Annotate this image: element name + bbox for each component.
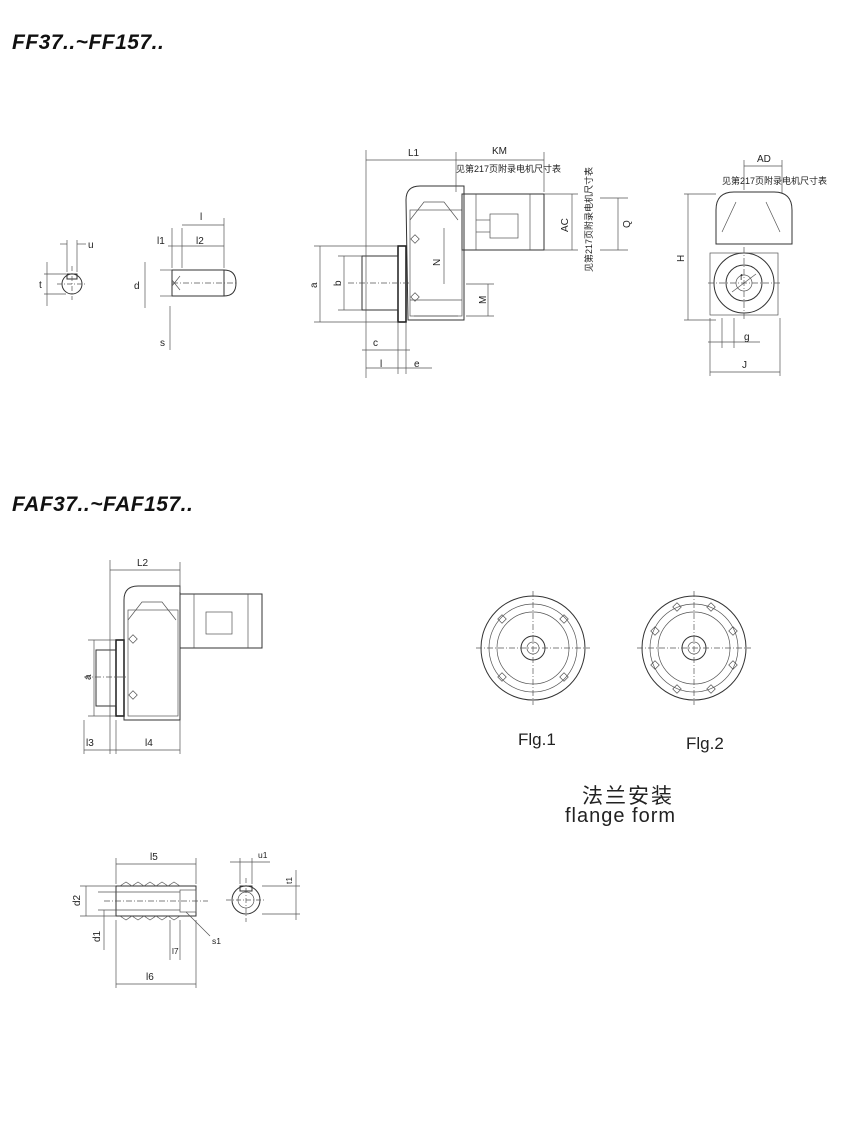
dim-d2: d2 — [72, 894, 83, 906]
dim-l1: l1 — [157, 236, 165, 247]
dim-M: M — [478, 296, 489, 304]
dim-d: d — [134, 281, 140, 292]
dim-Q: Q — [622, 220, 633, 228]
ff-side-view — [684, 160, 793, 376]
dim-L2: L2 — [137, 558, 149, 569]
faf-shaft-section — [226, 858, 300, 922]
flange-fig1-drawing — [476, 591, 590, 705]
dim-f: f — [740, 272, 743, 282]
note-km-motor-table: 见第217页附录电机尺寸表 — [456, 163, 561, 174]
flange-form-english: flange form — [565, 805, 677, 827]
dim-l6: l6 — [146, 972, 154, 983]
fig1-caption: Flg.1 — [518, 730, 556, 749]
dim-t1: t1 — [284, 877, 294, 884]
dim-c: c — [373, 338, 378, 349]
dim-l7: l7 — [172, 946, 179, 956]
dim-g: g — [744, 332, 750, 343]
dim-faf-a: a — [83, 674, 94, 680]
fig2-caption: Flg.2 — [686, 734, 724, 753]
dim-d1: d1 — [92, 930, 103, 942]
dim-b: b — [333, 280, 344, 286]
dim-AC: AC — [560, 218, 571, 232]
dim-a: a — [309, 282, 320, 288]
note-ac-motor-table: 见第217页附录电机尺寸表 — [583, 167, 594, 272]
ff-front-view — [314, 150, 628, 378]
ff-shaft-section — [44, 240, 87, 306]
dim-H: H — [676, 255, 687, 262]
dim-e: e — [414, 359, 420, 370]
faf-front-view — [83, 560, 263, 754]
note-ad-motor-table: 见第217页附录电机尺寸表 — [722, 175, 827, 186]
ff-series-title: FF37..~FF157.. — [12, 31, 165, 54]
ff-shaft-side — [144, 218, 237, 350]
dim-KM: KM — [492, 146, 507, 157]
dim-l4: l4 — [145, 738, 153, 749]
dim-AD: AD — [757, 154, 771, 165]
dim-l2: l2 — [196, 236, 204, 247]
dim-s: s — [160, 338, 165, 349]
dim-l3: l3 — [86, 738, 94, 749]
flange-form-chinese: 法兰安装 — [582, 784, 674, 808]
dim-l-lower: l — [380, 359, 382, 370]
dim-u: u — [88, 240, 94, 251]
dim-u1: u1 — [258, 850, 268, 860]
dim-J: J — [742, 360, 747, 371]
faf-shaft-side — [80, 858, 211, 988]
dim-s1: s1 — [212, 936, 221, 946]
dim-L1: L1 — [408, 148, 420, 159]
dim-l: l — [200, 212, 202, 223]
dim-t: t — [39, 280, 42, 291]
faf-series-title: FAF37..~FAF157.. — [12, 493, 194, 516]
flange-fig2-drawing — [637, 591, 751, 705]
dim-N: N — [432, 259, 443, 266]
dim-l5: l5 — [150, 852, 158, 863]
